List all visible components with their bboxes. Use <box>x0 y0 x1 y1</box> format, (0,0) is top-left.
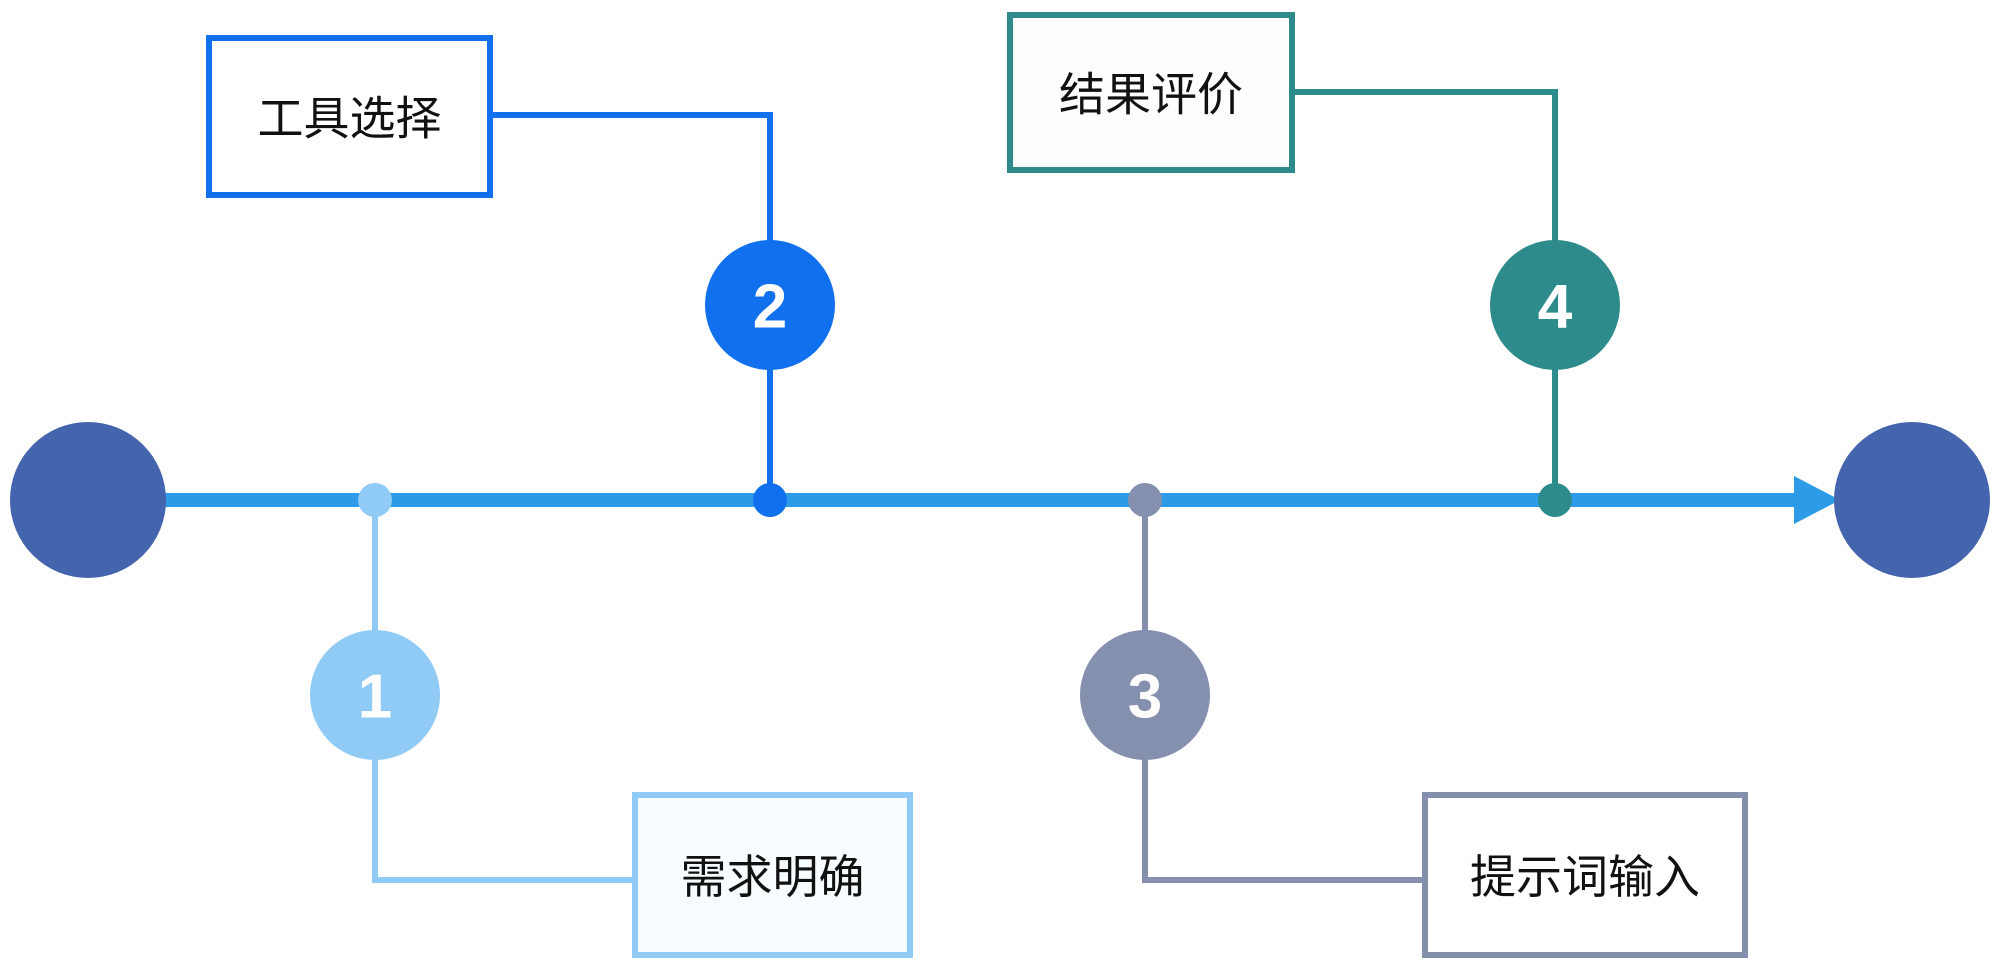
milestone-dot-group <box>358 483 1572 517</box>
step-marker-3[interactable]: 3 <box>1080 630 1210 760</box>
axis-line <box>160 493 1794 507</box>
milestone-dot-4[interactable] <box>1538 483 1572 517</box>
label-box-step-2[interactable]: 工具选择 <box>206 35 493 198</box>
milestone-dot-1[interactable] <box>358 483 392 517</box>
step-circle-group: 1 2 3 4 <box>310 240 1620 760</box>
label-box-text-1: 需求明确 <box>681 851 865 903</box>
timeline-axis <box>160 476 1840 524</box>
step-number-1: 1 <box>358 663 392 732</box>
label-box-frame-4 <box>1007 12 1295 173</box>
timeline-start-marker <box>10 422 166 578</box>
step-circle-4 <box>1490 240 1620 370</box>
step-marker-1[interactable]: 1 <box>310 630 440 760</box>
milestone-dot-2[interactable] <box>753 483 787 517</box>
label-box-frame-1 <box>632 792 913 958</box>
step-circle-3 <box>1080 630 1210 760</box>
step-circle-2 <box>705 240 835 370</box>
step-number-2: 2 <box>753 273 787 342</box>
label-box-text-4: 结果评价 <box>1059 69 1243 121</box>
label-box-frame-2 <box>206 35 493 198</box>
step-number-3: 3 <box>1128 663 1162 732</box>
connector-step-2 <box>490 112 773 500</box>
step-marker-4[interactable]: 4 <box>1490 240 1620 370</box>
label-box-text-3: 提示词输入 <box>1470 851 1700 903</box>
axis-arrowhead <box>1794 476 1840 524</box>
timeline-end-marker <box>1834 422 1990 578</box>
connector-step-3 <box>1142 500 1425 883</box>
step-circle-1 <box>310 630 440 760</box>
label-box-step-3[interactable]: 提示词输入 <box>1422 792 1748 958</box>
label-box-step-1[interactable]: 需求明确 <box>632 792 913 958</box>
step-number-4: 4 <box>1538 273 1573 342</box>
label-box-text-2: 工具选择 <box>258 93 442 145</box>
connector-step-1 <box>372 500 635 883</box>
connector-group <box>372 89 1558 883</box>
label-box-frame-3 <box>1422 792 1748 958</box>
step-marker-2[interactable]: 2 <box>705 240 835 370</box>
milestone-dot-3[interactable] <box>1128 483 1162 517</box>
label-box-step-4[interactable]: 结果评价 <box>1007 12 1295 173</box>
